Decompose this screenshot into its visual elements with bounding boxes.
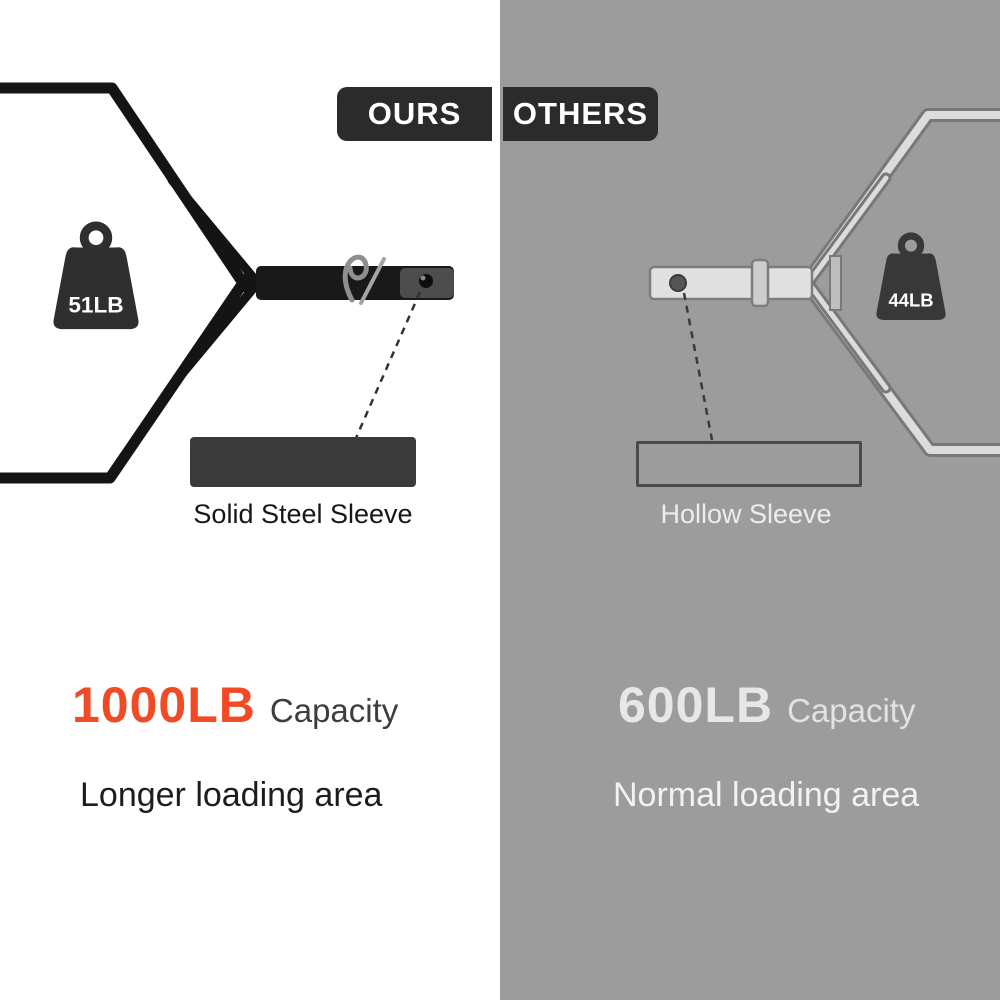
- black-hex-bar-illustration: [0, 82, 454, 484]
- sleeve-pin-hole: [419, 274, 433, 288]
- collar-ring: [750, 258, 770, 308]
- sleeve-pin-highlight: [420, 275, 426, 281]
- loading-area-text-ours: Longer loading area: [80, 776, 383, 814]
- badge-others: OTHERS: [503, 87, 658, 141]
- sleeve-label-others: Hollow Sleeve: [660, 499, 832, 529]
- v-brace: [167, 175, 261, 391]
- sleeve-label-ours: Solid Steel Sleeve: [193, 499, 413, 529]
- panel-others: 44LB Hollow Sleeve 600LB Capacity Normal…: [500, 0, 1000, 1000]
- v-brace-chrome: [807, 175, 889, 391]
- capacity-value-ours: 1000LB: [72, 677, 256, 733]
- capacity-suffix-others: Capacity: [787, 692, 916, 729]
- brace-plate: [829, 255, 842, 311]
- solid-sleeve-swatch: [190, 437, 416, 487]
- capacity-suffix-ours: Capacity: [269, 692, 399, 729]
- hollow-sleeve-swatch: [636, 441, 862, 487]
- weight-handle-ring: [897, 232, 925, 259]
- weight-body: [53, 247, 139, 330]
- weight-label-ours: 51LB: [68, 292, 123, 317]
- hollow-end-hole: [669, 274, 687, 292]
- loading-area-text-others: Normal loading area: [613, 776, 920, 814]
- callout-dashed-line: [354, 291, 422, 439]
- badge-ours: OURS: [337, 87, 492, 141]
- weight-body: [876, 253, 946, 320]
- spring-collar-arm: [359, 257, 386, 305]
- capacity-row-others: 600LB Capacity: [618, 676, 915, 734]
- weight-handle-ring: [79, 221, 113, 254]
- capacity-value-others: 600LB: [618, 677, 774, 733]
- weight-label-others: 44LB: [889, 289, 934, 310]
- capacity-row-ours: 1000LB Capacity: [72, 676, 398, 734]
- callout-dashed-line: [682, 292, 714, 441]
- hollow-sleeve: [648, 265, 814, 301]
- weight-icon-others: 44LB: [876, 232, 946, 320]
- panel-ours: 51LB Solid Steel Sleeve 1000LB Capacity …: [0, 82, 454, 814]
- chrome-hex-bar-illustration: [648, 108, 1000, 457]
- weight-icon-ours: 51LB: [53, 221, 139, 330]
- spring-collar-clip: [342, 254, 369, 303]
